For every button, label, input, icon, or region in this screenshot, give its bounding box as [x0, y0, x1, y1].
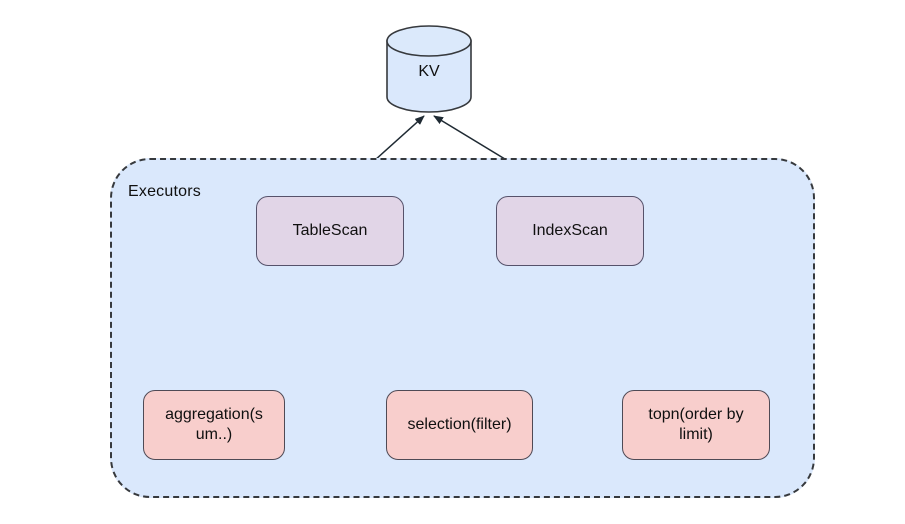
node-tablescan[interactable]: TableScan [256, 196, 404, 266]
cylinder-icon [386, 25, 472, 113]
node-tablescan-label: TableScan [292, 221, 368, 239]
node-indexscan-label: IndexScan [532, 221, 608, 239]
node-topn-label: topn(order by limit) [648, 405, 744, 443]
node-kv[interactable]: KV [385, 25, 473, 113]
executors-label: Executors [128, 183, 201, 200]
node-indexscan[interactable]: IndexScan [496, 196, 644, 266]
node-selection-label: selection(filter) [407, 415, 512, 433]
node-selection[interactable]: selection(filter) [386, 390, 533, 460]
node-aggregation-label: aggregation(s um..) [165, 405, 263, 443]
node-kv-label: KV [418, 63, 440, 80]
node-topn[interactable]: topn(order by limit) [622, 390, 770, 460]
node-aggregation[interactable]: aggregation(s um..) [143, 390, 285, 460]
